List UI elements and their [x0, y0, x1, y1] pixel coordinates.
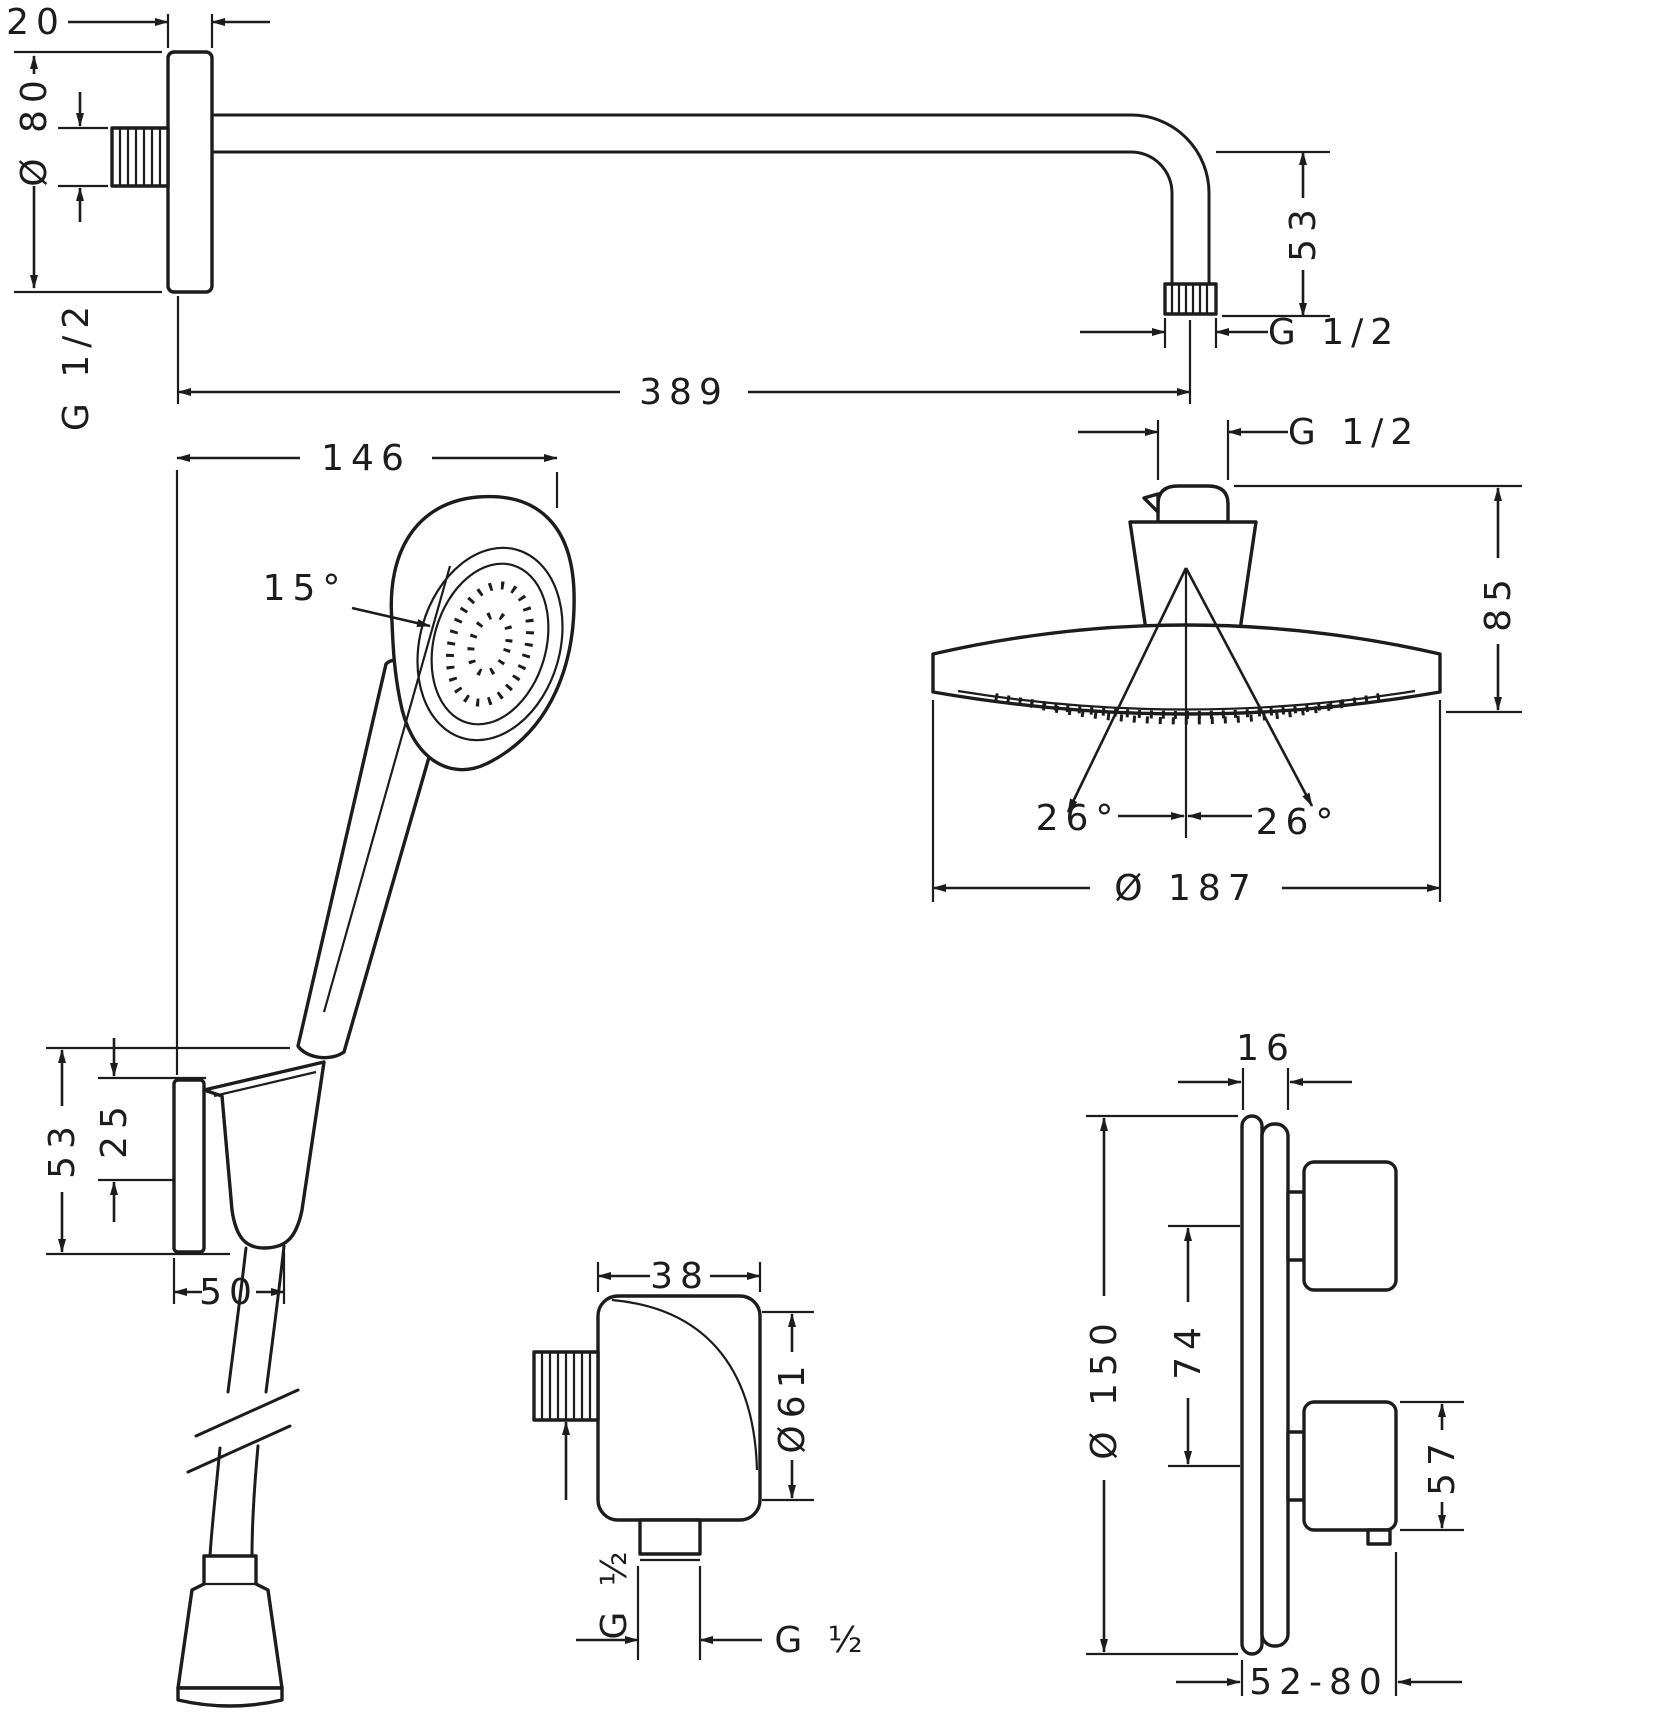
- dim-head-height: 85: [1234, 484, 1522, 714]
- dim-holder-offset: 25: [94, 1038, 206, 1222]
- dim-label-arm-outlet-thread: G 1/2: [1268, 312, 1400, 353]
- shower-arm-assembly: 20 Ø 80 G 1/2 389: [6, 2, 1400, 431]
- dim-label-plate-diameter: Ø 150: [1084, 1316, 1125, 1460]
- dim-label-spray-angle-right: 26°: [1256, 802, 1341, 843]
- dim-flange-diameter: Ø 80: [14, 50, 162, 294]
- dim-label-outlet-width: 38: [650, 1256, 710, 1297]
- dim-head-diameter: Ø 187: [931, 700, 1442, 909]
- thread-hatch: [1170, 284, 1209, 314]
- dim-arm-length: 389: [176, 296, 1192, 413]
- dim-label-plate-thickness: 16: [1236, 1028, 1296, 1069]
- dim-outlet-width: 38: [596, 1256, 762, 1297]
- dim-label-arm-drop: 53: [1283, 202, 1324, 262]
- dim-label-wall-thread: G 1/2: [56, 299, 97, 431]
- dim-holder-depth: 50: [172, 1252, 286, 1313]
- thread-hatch: [118, 128, 162, 186]
- bottom-handle-stem: [1286, 1430, 1306, 1502]
- thermostat-plate-front: [1260, 1122, 1290, 1648]
- select-lever: [1142, 492, 1160, 514]
- spray-nozzles: [467, 611, 513, 677]
- dim-plate-diameter: Ø 150: [1084, 1114, 1238, 1656]
- dim-arm-drop: 53: [1216, 150, 1330, 318]
- hose-fitting: [176, 1554, 284, 1690]
- hand-shower-assembly: 146 15° 53: [42, 438, 576, 1708]
- holder-wall-plate: [172, 1078, 206, 1254]
- dim-label-arm-length: 389: [639, 372, 729, 413]
- dim-label-depth-range: 52-80: [1249, 1662, 1389, 1703]
- overhead-shower: G 1/2 26° 26°: [931, 412, 1522, 909]
- dim-label-flange-thickness: 20: [6, 2, 66, 43]
- dim-label-outlet-bottom-thread: G ½: [774, 1620, 869, 1661]
- hose-break-mark: [194, 1388, 300, 1438]
- dim-handle-spacing: 74: [1168, 1224, 1240, 1468]
- arm-outlet-thread: [1163, 282, 1218, 316]
- thermostat-plate-back: [1240, 1114, 1264, 1656]
- dim-outlet-bottom-thread: G ½: [576, 1566, 869, 1661]
- dim-depth-range: 52-80: [1176, 1552, 1462, 1703]
- dim-label-holder-height: 53: [42, 1119, 83, 1179]
- hose-break-mark: [186, 1424, 292, 1474]
- dim-label-head-connector-thread: G 1/2: [1288, 412, 1420, 453]
- thermostat-mixer: 16 Ø 150 74 57: [1084, 1028, 1464, 1703]
- handshower-head: [389, 494, 576, 772]
- head-collar: [1128, 520, 1258, 632]
- shower-arm-pipe: [210, 113, 1211, 286]
- dim-handle-size: 57: [1400, 1400, 1464, 1532]
- dim-handshower-length: 146: [175, 438, 559, 1075]
- dim-outlet-side-thread: G ½: [562, 1421, 635, 1640]
- dim-flange-thickness: 20: [6, 2, 270, 48]
- dim-outlet-diameter: Ø61: [762, 1310, 814, 1502]
- dim-label-holder-offset: 25: [94, 1099, 135, 1159]
- dim-holder-height: 53: [42, 1046, 290, 1256]
- dim-label-head-diameter: Ø 187: [1114, 868, 1258, 909]
- holder-cup: [202, 1060, 326, 1250]
- dim-label-spray-angle-left: 26°: [1036, 798, 1121, 839]
- spray-angle-lines: 26° 26°: [1036, 567, 1341, 843]
- hose-fitting-ring: [176, 1686, 284, 1708]
- dim-head-connector-thread: G 1/2: [1078, 412, 1420, 480]
- bottom-handle: [1302, 1400, 1398, 1532]
- top-handle-stem: [1286, 1190, 1306, 1262]
- shower-hose: [176, 1244, 300, 1708]
- dim-plate-thickness: 16: [1178, 1028, 1352, 1110]
- dim-arm-outlet-thread: G 1/2: [1080, 312, 1400, 353]
- dim-label-head-angle: 15°: [263, 568, 348, 609]
- head-connector: [1128, 484, 1258, 632]
- dim-label-outlet-diameter: Ø61: [772, 1358, 813, 1453]
- outlet-bottom-stub: [638, 1518, 702, 1556]
- top-handle: [1302, 1160, 1398, 1292]
- dim-head-angle: 15°: [263, 565, 452, 1013]
- outlet-body: [596, 1294, 762, 1522]
- dim-label-outlet-side-thread: G ½: [594, 1544, 635, 1639]
- dim-wall-thread: G 1/2: [56, 92, 108, 431]
- dim-label-handle-spacing: 74: [1168, 1320, 1209, 1380]
- dim-label-flange-diameter: Ø 80: [14, 73, 55, 187]
- spray-nozzles: [445, 581, 535, 707]
- safety-stop-tab: [1366, 1528, 1392, 1546]
- wall-flange: [166, 50, 214, 294]
- wall-outlet-elbow: 38 Ø61 G ½ G ½: [532, 1256, 869, 1661]
- dim-label-handshower-length: 146: [321, 438, 411, 479]
- outlet-thread-stub: [532, 1350, 600, 1422]
- wall-thread-stub: [110, 126, 170, 188]
- dim-label-holder-depth: 50: [199, 1272, 259, 1313]
- thread-hatch: [540, 1352, 592, 1420]
- shower-holder: [172, 1060, 326, 1254]
- dim-label-handle-size: 57: [1422, 1436, 1463, 1496]
- dim-label-head-height: 85: [1478, 572, 1519, 632]
